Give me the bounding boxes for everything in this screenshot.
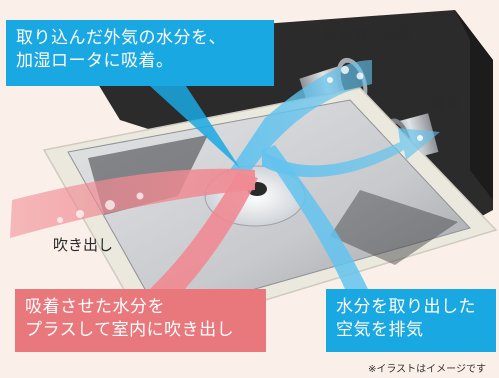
exhaust-down-airflow [262, 145, 368, 289]
absorb-callout: 取り込んだ外気の水分を、 加湿ロータに吸着。 [6, 20, 274, 86]
release-callout: 吸着させた水分を プラスして室内に吹き出し [15, 289, 266, 352]
exhaust-callout-line2: 空気を排気 [336, 320, 424, 340]
exhaust-callout: 水分を取り出した 空気を排気 [326, 289, 496, 352]
exhaust-callout-line1: 水分を取り出した [336, 297, 476, 317]
unit-body-side [455, 10, 493, 200]
grille-slot-right [330, 190, 458, 265]
indoor-blowout-airflow-icon [10, 168, 255, 238]
intake-label: 外気取り込み [323, 25, 414, 43]
blowout-down-airflow [150, 172, 258, 289]
exhaust-label: 排気 [431, 94, 462, 112]
blowout-label: 吹き出し [53, 236, 114, 254]
absorb-callout-pointer [150, 86, 240, 168]
release-callout-line2: プラスして室内に吹き出し [25, 320, 235, 340]
absorb-callout-line2: 加湿ロータに吸着。 [16, 51, 174, 71]
intake-airflow-arrow-icon [230, 60, 372, 172]
release-callout-line1: 吸着させた水分を [25, 297, 165, 317]
illustration-disclaimer: ※イラストはイメージです [368, 364, 486, 375]
absorb-callout-line1: 取り込んだ外気の水分を、 [16, 28, 226, 48]
